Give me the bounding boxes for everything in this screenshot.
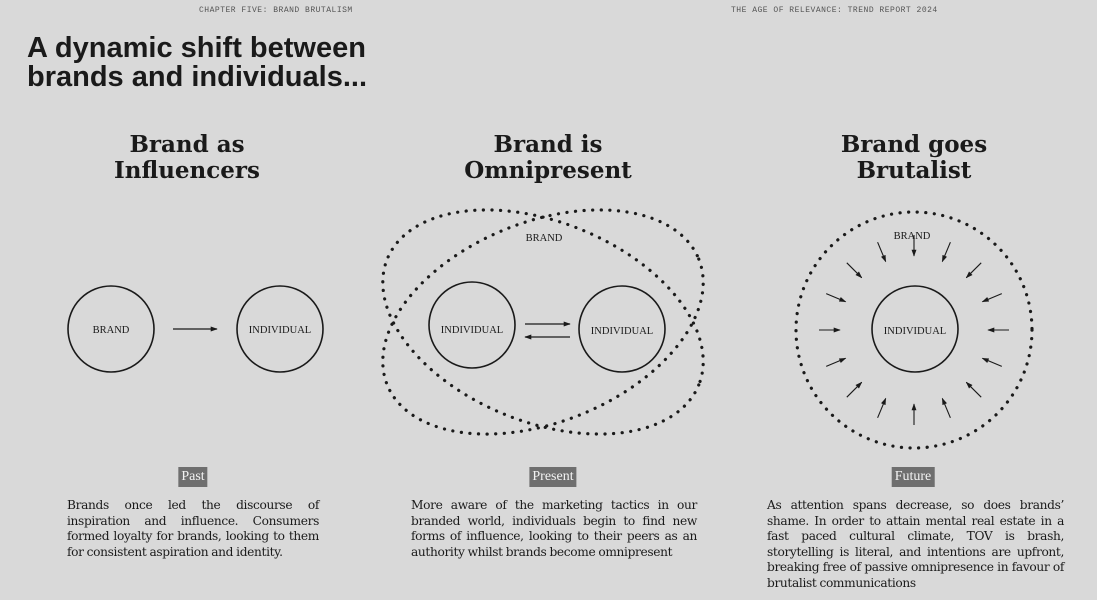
inward-arrow — [981, 357, 1003, 367]
brand-circle-label: BRAND — [93, 325, 130, 336]
individual-circle-label: INDIVIDUAL — [591, 326, 653, 337]
inward-arrow — [941, 241, 951, 263]
diagram-present: BRAND INDIVIDUAL INDIVIDUAL — [381, 208, 705, 436]
running-head-left: CHAPTER FIVE: BRAND BRUTALISM — [199, 6, 353, 15]
individual-circle — [236, 285, 324, 373]
individual-circle — [578, 285, 666, 373]
column-title-future: Brand goes Brutalist — [754, 132, 1074, 184]
column-title-line: Brutalist — [856, 157, 972, 184]
individual-circle-label: INDIVIDUAL — [249, 325, 311, 336]
headline-line-1: A dynamic shift between — [27, 32, 366, 64]
column-title-past: Brand as Influencers — [27, 132, 347, 184]
column-title-line: Influencers — [114, 157, 260, 184]
inward-arrow — [877, 397, 887, 419]
era-label-future: Future — [891, 467, 935, 487]
individual-circle — [428, 281, 516, 369]
running-head-right: THE AGE OF RELEVANCE: TREND REPORT 2024 — [731, 6, 938, 15]
body-text-past: Brands once led the discourse of inspira… — [67, 498, 319, 559]
headline-line-2: brands and individuals... — [27, 61, 367, 93]
inward-arrow — [846, 381, 863, 398]
inward-arrow — [965, 262, 982, 279]
column-title-present: Brand is Omnipresent — [388, 132, 708, 184]
inward-arrow — [941, 397, 951, 419]
inward-arrow — [981, 293, 1003, 303]
brutalist-brand-ring — [794, 210, 1034, 450]
omnipresent-brand-ellipse — [381, 208, 705, 436]
brand-label: BRAND — [526, 233, 563, 244]
brand-circle — [67, 285, 155, 373]
diagram-past: BRAND INDIVIDUAL — [67, 285, 324, 373]
headline: A dynamic shift between brands and indiv… — [27, 34, 547, 92]
brand-label: BRAND — [894, 231, 931, 242]
era-label-present: Present — [529, 467, 577, 487]
body-text-present: More aware of the marketing tactics in o… — [411, 498, 697, 559]
column-title-line: Brand is — [493, 131, 603, 158]
inward-arrow — [825, 357, 847, 367]
era-label-past: Past — [178, 467, 208, 487]
individual-circle-label: INDIVIDUAL — [441, 325, 503, 336]
diagram-future: BRAND INDIVIDUAL — [794, 210, 1034, 450]
individual-circle — [871, 285, 959, 373]
inward-arrow — [846, 262, 863, 279]
individual-circle-label: INDIVIDUAL — [884, 326, 946, 337]
inward-arrow — [965, 381, 982, 398]
omnipresent-brand-ellipse — [381, 208, 705, 436]
column-title-line: Omnipresent — [464, 157, 632, 184]
column-title-line: Brand as — [129, 131, 245, 158]
inward-arrow — [825, 293, 847, 303]
inward-arrow — [877, 241, 887, 263]
column-title-line: Brand goes — [840, 131, 988, 158]
body-text-future: As attention spans decrease, so does bra… — [767, 498, 1064, 590]
